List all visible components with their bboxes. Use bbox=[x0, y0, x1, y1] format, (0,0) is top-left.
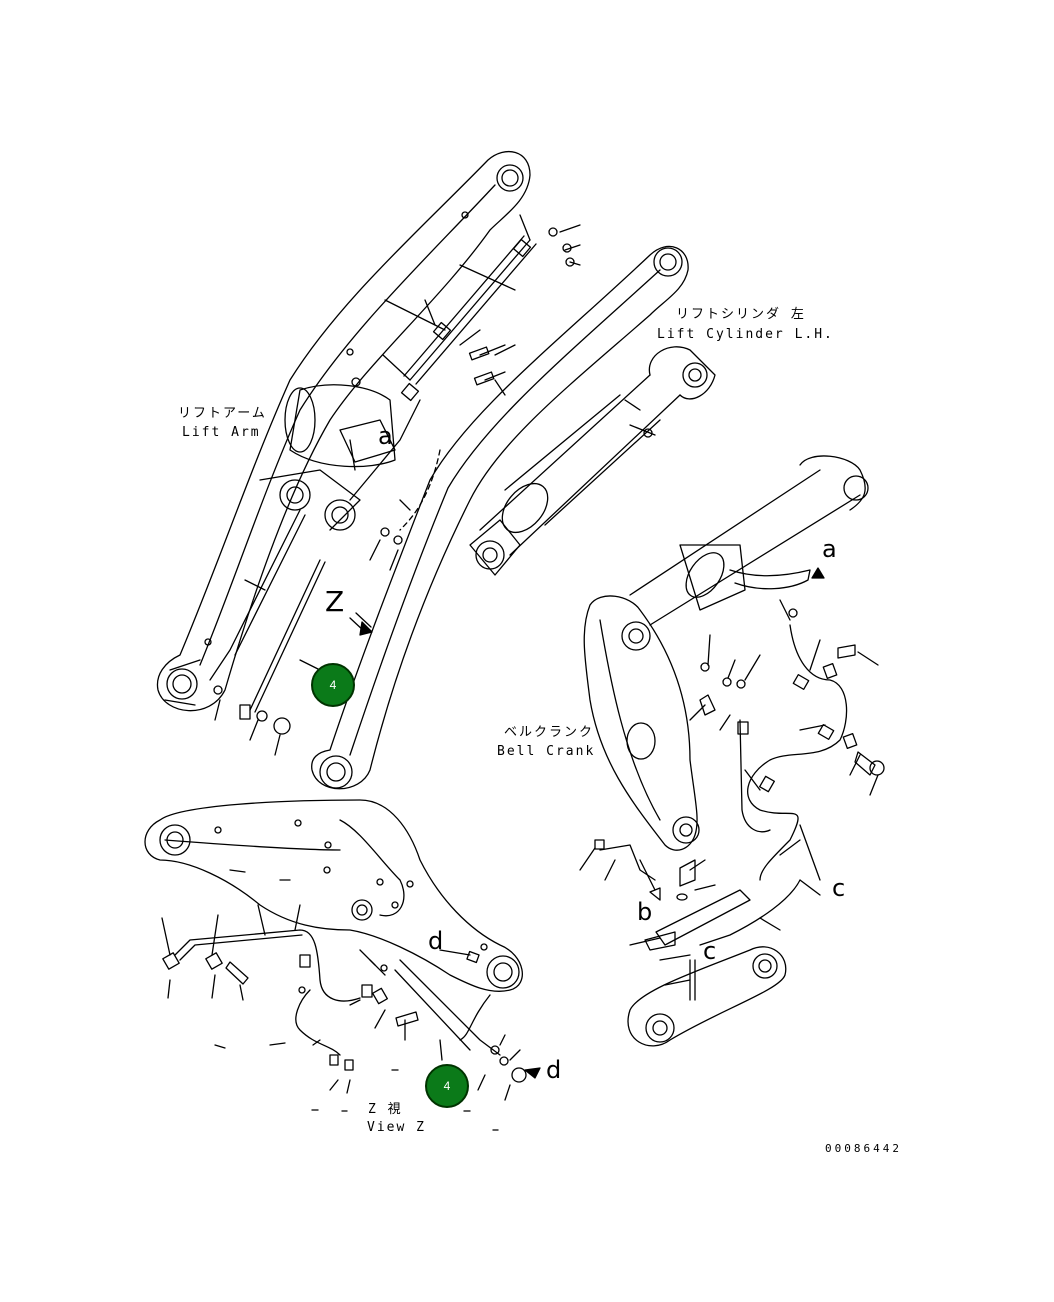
leader-lines-lift-arm bbox=[214, 214, 581, 756]
lift-cylinder bbox=[469, 346, 716, 576]
lift-arm-left bbox=[156, 151, 531, 712]
lift-arm-piping bbox=[204, 211, 575, 735]
view-z-arm bbox=[144, 799, 523, 992]
view-z-piping bbox=[162, 929, 541, 1083]
view-z-label-en: View Z bbox=[367, 1120, 426, 1135]
bell-crank-cylinder bbox=[629, 455, 869, 626]
bell-crank-label-jp: ベルクランク bbox=[504, 725, 595, 740]
lift-arm-label-en: Lift Arm bbox=[182, 425, 261, 440]
z-direction-marker: Z bbox=[325, 585, 345, 618]
connection-letter-c-right: c bbox=[832, 874, 846, 902]
connection-letter-c-link: c bbox=[703, 937, 717, 965]
lift-arm-right bbox=[311, 245, 689, 790]
view-z-arrow bbox=[349, 612, 373, 636]
connection-letter-a-cylinder: a bbox=[822, 535, 837, 563]
leader-lines-bell-crank bbox=[579, 634, 879, 986]
connection-letter-a-lift-arm: a bbox=[378, 422, 393, 450]
lift-cylinder-label-jp: リフトシリンダ 左 bbox=[676, 307, 806, 322]
part-callout-number: 4 bbox=[329, 678, 337, 692]
connection-letter-b: b bbox=[637, 898, 653, 926]
dump-link bbox=[627, 946, 787, 1047]
bell-crank bbox=[583, 595, 700, 851]
part-callout-4-lift-arm[interactable]: 4 bbox=[311, 663, 355, 707]
view-z-label-jp: Z 視 bbox=[368, 1102, 403, 1117]
document-number: 00086442 bbox=[825, 1142, 902, 1155]
leader-lines-view-z bbox=[161, 869, 521, 1131]
connection-letter-d-arrow: d bbox=[546, 1056, 562, 1084]
connection-letter-d-view: d bbox=[428, 927, 444, 955]
part-callout-4-view-z[interactable]: 4 bbox=[425, 1064, 469, 1108]
lift-arm-label-jp: リフトアーム bbox=[178, 406, 267, 421]
part-callout-number: 4 bbox=[443, 1079, 451, 1093]
lift-cylinder-label-en: Lift Cylinder L.H. bbox=[657, 327, 834, 342]
bell-crank-label-en: Bell Crank bbox=[497, 744, 596, 759]
bell-crank-piping bbox=[594, 599, 885, 951]
cross-tube bbox=[259, 384, 396, 531]
